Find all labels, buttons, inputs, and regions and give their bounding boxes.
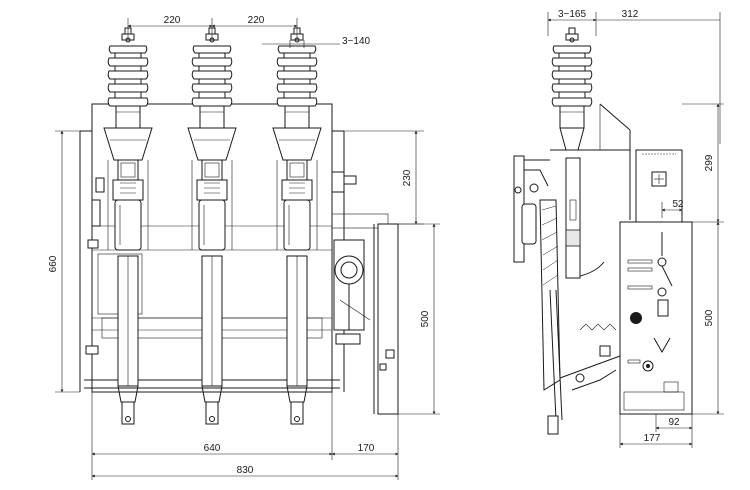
dim-panel-width: 177 xyxy=(644,433,661,444)
front-panel xyxy=(377,223,399,415)
dim-overall-width: 830 xyxy=(237,465,254,476)
dim-insulator-side: 3−165 xyxy=(558,9,587,20)
dim-frame-width: 640 xyxy=(204,443,221,454)
dim-panel-height-side: 500 xyxy=(704,309,715,326)
dim-mech-offset: 52 xyxy=(672,199,684,210)
dim-top-height: 299 xyxy=(704,154,715,171)
dim-pole-spacing-1: 220 xyxy=(164,15,181,26)
dim-panel-offset: 170 xyxy=(358,443,375,454)
dim-height-left: 660 xyxy=(48,255,59,272)
dim-panel-height-front: 500 xyxy=(420,310,431,327)
dim-upper: 230 xyxy=(402,169,413,186)
dim-panel-inner: 92 xyxy=(668,417,680,428)
hatched-chamber xyxy=(541,205,559,286)
side-dimensions: 3−165 312 299 52 500 92 177 xyxy=(547,9,724,448)
front-view: 220 220 3−140 660 230 500 xyxy=(48,15,440,480)
side-view: 3−165 312 299 52 500 92 177 xyxy=(513,9,724,448)
dim-insulator-front: 3−140 xyxy=(342,36,371,47)
dim-pole-spacing-2: 220 xyxy=(248,15,265,26)
dim-top-side: 312 xyxy=(622,9,639,20)
front-dimensions: 220 220 3−140 660 230 500 xyxy=(48,15,440,480)
